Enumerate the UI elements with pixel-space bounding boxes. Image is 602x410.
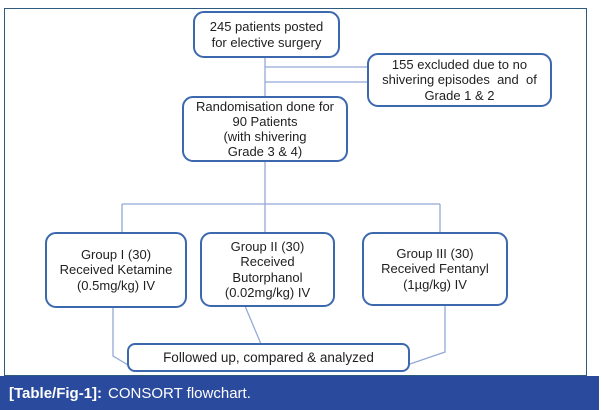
node-group2-butorphanol: Group II (30) Received Butorphanol (0.02… — [200, 232, 335, 307]
node-excluded: 155 excluded due to no shivering episode… — [367, 53, 552, 107]
figure-caption-bar: [Table/Fig-1]: CONSORT flowchart. — [0, 376, 599, 410]
node-randomisation: Randomisation done for 90 Patients (with… — [182, 96, 348, 162]
node-patients-posted: 245 patients posted for elective surgery — [193, 11, 340, 58]
figure-caption-label: [Table/Fig-1]: — [9, 384, 103, 402]
connector-group3-to-followup — [409, 305, 446, 365]
figure-caption-text: CONSORT flowchart. — [108, 384, 251, 402]
node-group1-ketamine: Group I (30) Received Ketamine (0.5mg/kg… — [45, 232, 187, 308]
node-group3-fentanyl: Group III (30) Received Fentanyl (1µg/kg… — [362, 232, 508, 306]
connector-group1-to-followup — [112, 307, 129, 366]
node-followup: Followed up, compared & analyzed — [127, 343, 410, 372]
connector-group2-to-followup — [244, 305, 262, 345]
